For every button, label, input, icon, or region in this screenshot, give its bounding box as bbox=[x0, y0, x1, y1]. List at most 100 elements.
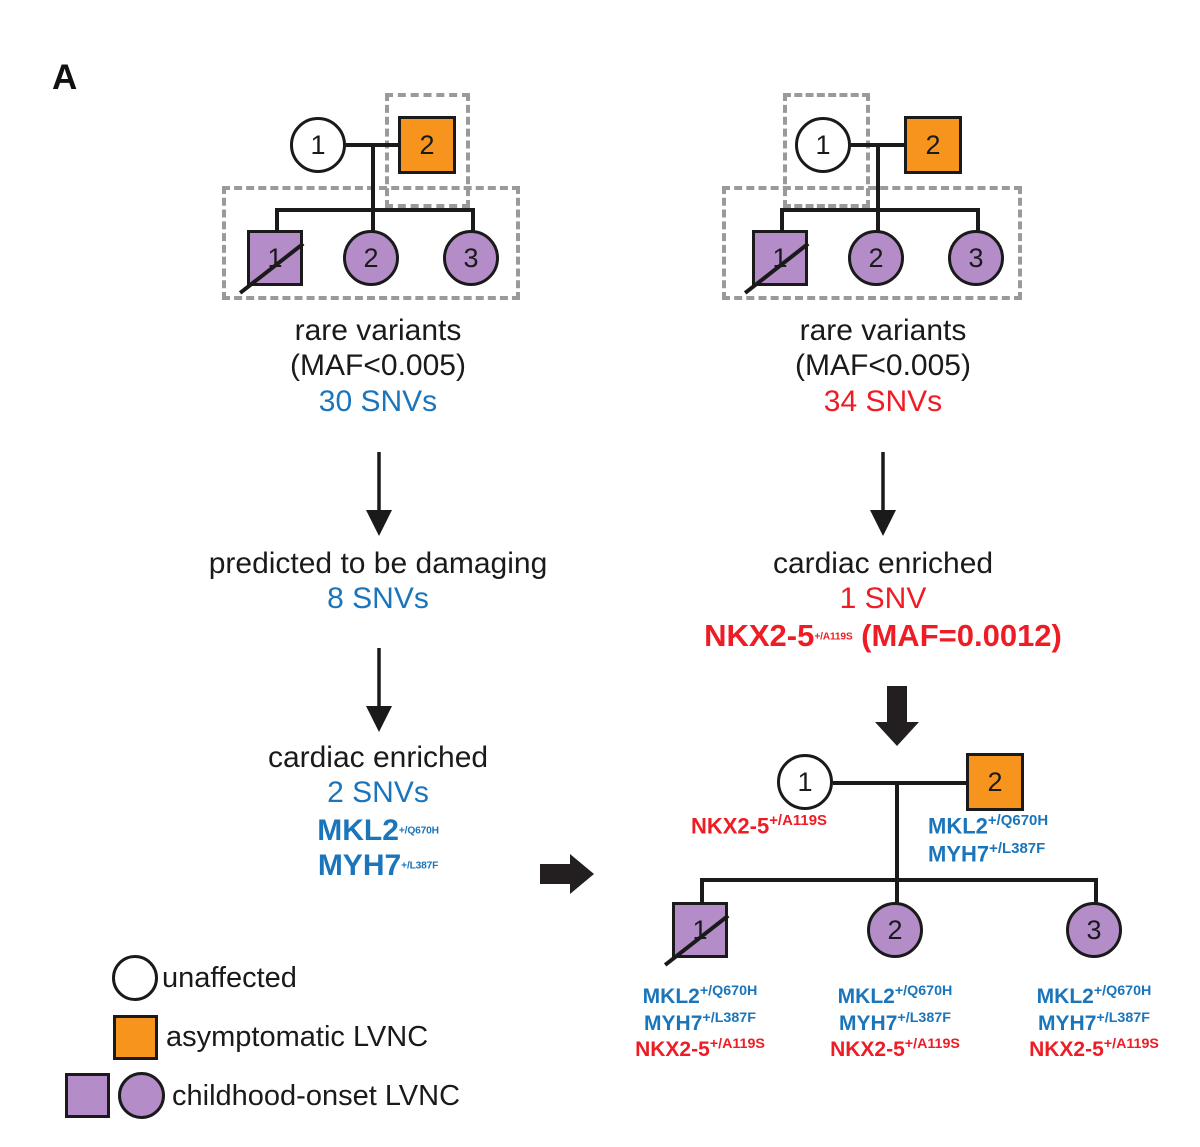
dashed-group-father-left bbox=[385, 93, 470, 208]
pedigree-left-father[interactable]: 2 bbox=[398, 116, 456, 174]
father-genotype-row-2: MYH7+/L387F bbox=[928, 840, 1178, 868]
flow-right-step1-line2: (MAF<0.005) bbox=[795, 349, 971, 383]
pedigree-bottom-child-2-genotype: MKL2+/Q670H MYH7+/L387F NKX2-5+/A119S bbox=[795, 983, 995, 1063]
sibship-line-right bbox=[780, 208, 980, 212]
pedigree-bottom-mother-genotype: NKX2-5+/A119S bbox=[627, 812, 827, 840]
legend-label-unaffected: unaffected bbox=[162, 962, 297, 994]
pedigree-left-child-2-label: 2 bbox=[363, 242, 379, 273]
pedigree-bottom-mother-label: 1 bbox=[797, 766, 813, 797]
pedigree-left-mother[interactable]: 1 bbox=[290, 117, 346, 173]
child3-genotype-1-sup: +/Q670H bbox=[1093, 983, 1152, 999]
flow-left-gene-1-sup: +/Q670H bbox=[398, 825, 439, 837]
flow-left-step1-line2: (MAF<0.005) bbox=[290, 349, 466, 383]
child3-genotype-3-sup: +/A119S bbox=[1103, 1036, 1159, 1053]
child-stem-left-3 bbox=[471, 208, 475, 232]
child1-genotype-2-gene: MYH7 bbox=[644, 1011, 703, 1035]
descent-line-left bbox=[371, 143, 375, 211]
pedigree-right-father[interactable]: 2 bbox=[904, 116, 962, 174]
pedigree-bottom-child-3-genotype: MKL2+/Q670H MYH7+/L387F NKX2-5+/A119S bbox=[994, 983, 1194, 1063]
pedigree-right-child-2-label: 2 bbox=[868, 242, 884, 273]
child1-genotype-row-3: NKX2-5+/A119S bbox=[600, 1036, 800, 1063]
father-genotype-1-sup: +/Q670H bbox=[987, 812, 1049, 829]
flow-left-gene-1-name: MKL2 bbox=[317, 813, 399, 847]
flow-right-step2-count: 1 SNV bbox=[839, 582, 927, 616]
child-stem-bottom-1 bbox=[700, 878, 704, 904]
pedigree-left-father-label: 2 bbox=[419, 129, 435, 160]
child1-genotype-2-sup: +/L387F bbox=[702, 1009, 756, 1026]
child3-genotype-row-3: NKX2-5+/A119S bbox=[994, 1036, 1194, 1063]
child3-genotype-1-gene: MKL2 bbox=[1036, 985, 1094, 1008]
child1-genotype-3-sup: +/A119S bbox=[709, 1036, 765, 1053]
pedigree-bottom-child-3[interactable]: 3 bbox=[1066, 902, 1122, 958]
flow-left-step3-title: cardiac enriched bbox=[267, 741, 489, 774]
child-stem-right-3 bbox=[976, 208, 980, 232]
child-stem-right-2 bbox=[876, 208, 880, 232]
pedigree-bottom-father-label: 2 bbox=[987, 766, 1003, 797]
flow-right-gene-maf bbox=[853, 618, 862, 653]
flow-right-gene-name: NKX2-5 bbox=[704, 617, 815, 653]
pedigree-right-mother-label: 1 bbox=[815, 129, 831, 160]
panel-letter: A bbox=[52, 58, 78, 97]
flow-arrow-right-1 bbox=[870, 452, 896, 536]
child1-genotype-1-sup: +/Q670H bbox=[699, 983, 758, 999]
child-stem-left-1 bbox=[275, 208, 279, 232]
flow-left-gene-2: MYH7+/L387F bbox=[178, 848, 578, 883]
flow-arrow-left-2 bbox=[366, 648, 392, 732]
child1-genotype-3-gene: NKX2-5 bbox=[635, 1038, 710, 1062]
pedigree-right-mother[interactable]: 1 bbox=[795, 117, 851, 173]
pedigree-bottom-father[interactable]: 2 bbox=[966, 753, 1024, 811]
pedigree-left-child-3[interactable]: 3 bbox=[443, 230, 499, 286]
child3-genotype-3-gene: NKX2-5 bbox=[1029, 1038, 1104, 1062]
sibship-line-left bbox=[275, 208, 475, 212]
child2-genotype-3-gene: NKX2-5 bbox=[830, 1038, 905, 1062]
pedigree-bottom-mother[interactable]: 1 bbox=[777, 754, 833, 810]
flow-left-step1-line1: rare variants bbox=[294, 314, 462, 347]
flow-right-step1-line1: rare variants bbox=[799, 314, 967, 347]
flow-right-step2: cardiac enriched 1 SNV NKX2-5+/A119S (MA… bbox=[633, 546, 1133, 654]
father-genotype-row-1: MKL2+/Q670H bbox=[928, 812, 1178, 840]
flow-right-step1: rare variants (MAF<0.005) 34 SNVs bbox=[683, 313, 1083, 419]
flow-left-gene-2-sup: +/L387F bbox=[401, 860, 439, 872]
legend-symbol-unaffected-circle-icon bbox=[112, 955, 158, 1001]
child2-genotype-3-sup: +/A119S bbox=[904, 1036, 960, 1053]
legend-label-asymptomatic: asymptomatic LVNC bbox=[166, 1021, 429, 1053]
pedigree-bottom-father-genotype: MKL2+/Q670H MYH7+/L387F bbox=[928, 812, 1178, 868]
pedigree-right-child-2[interactable]: 2 bbox=[848, 230, 904, 286]
child1-genotype-row-2: MYH7+/L387F bbox=[600, 1010, 800, 1037]
flow-left-step3-count: 2 SNVs bbox=[327, 776, 429, 810]
child2-genotype-row-2: MYH7+/L387F bbox=[795, 1010, 995, 1037]
child3-genotype-row-1: MKL2+/Q670H bbox=[994, 983, 1194, 1010]
child3-genotype-row-2: MYH7+/L387F bbox=[994, 1010, 1194, 1037]
child3-genotype-2-gene: MYH7 bbox=[1038, 1011, 1097, 1035]
pedigree-left-child-2[interactable]: 2 bbox=[343, 230, 399, 286]
flow-left-gene-1: MKL2+/Q670H bbox=[178, 813, 578, 848]
father-genotype-2-gene: MYH7 bbox=[928, 841, 990, 867]
child2-genotype-row-1: MKL2+/Q670H bbox=[795, 983, 995, 1010]
flow-right-step1-count: 34 SNVs bbox=[823, 384, 943, 418]
flow-right-gene-maf-value: (MAF=0.0012) bbox=[861, 617, 1062, 653]
mother-genotype-sup: +/A119S bbox=[769, 812, 827, 829]
flow-right-gene-sup: +/A119S bbox=[814, 631, 853, 643]
child-stem-right-1 bbox=[780, 208, 784, 232]
father-genotype-2-sup: +/L387F bbox=[989, 840, 1046, 858]
flow-arrow-right-2-thick bbox=[875, 686, 919, 746]
child2-genotype-1-sup: +/Q670H bbox=[894, 983, 953, 999]
dashed-group-mother-right bbox=[783, 93, 870, 208]
pedigree-right-child-3[interactable]: 3 bbox=[948, 230, 1004, 286]
sibship-line-bottom bbox=[700, 878, 1098, 882]
flow-left-step2-title: predicted to be damaging bbox=[208, 547, 548, 580]
flow-left-step2-count: 8 SNVs bbox=[327, 582, 429, 616]
child1-genotype-row-1: MKL2+/Q670H bbox=[600, 983, 800, 1010]
flow-left-gene-2-name: MYH7 bbox=[317, 849, 402, 883]
mother-genotype-gene: NKX2-5 bbox=[690, 813, 770, 839]
pedigree-right-father-label: 2 bbox=[925, 129, 941, 160]
legend-label-childhood: childhood-onset LVNC bbox=[172, 1080, 461, 1112]
pedigree-right-child-3-label: 3 bbox=[968, 242, 984, 273]
father-genotype-1-gene: MKL2 bbox=[928, 813, 988, 839]
pedigree-left-mother-label: 1 bbox=[310, 129, 326, 160]
legend-symbol-childhood-circle-icon bbox=[118, 1072, 165, 1119]
legend-symbol-asymptomatic-square-icon bbox=[113, 1015, 158, 1060]
pedigree-bottom-child-2[interactable]: 2 bbox=[867, 902, 923, 958]
flow-left-step3: cardiac enriched 2 SNVs MKL2+/Q670H MYH7… bbox=[178, 740, 578, 884]
flow-arrow-to-bottom-pedigree bbox=[540, 854, 594, 894]
